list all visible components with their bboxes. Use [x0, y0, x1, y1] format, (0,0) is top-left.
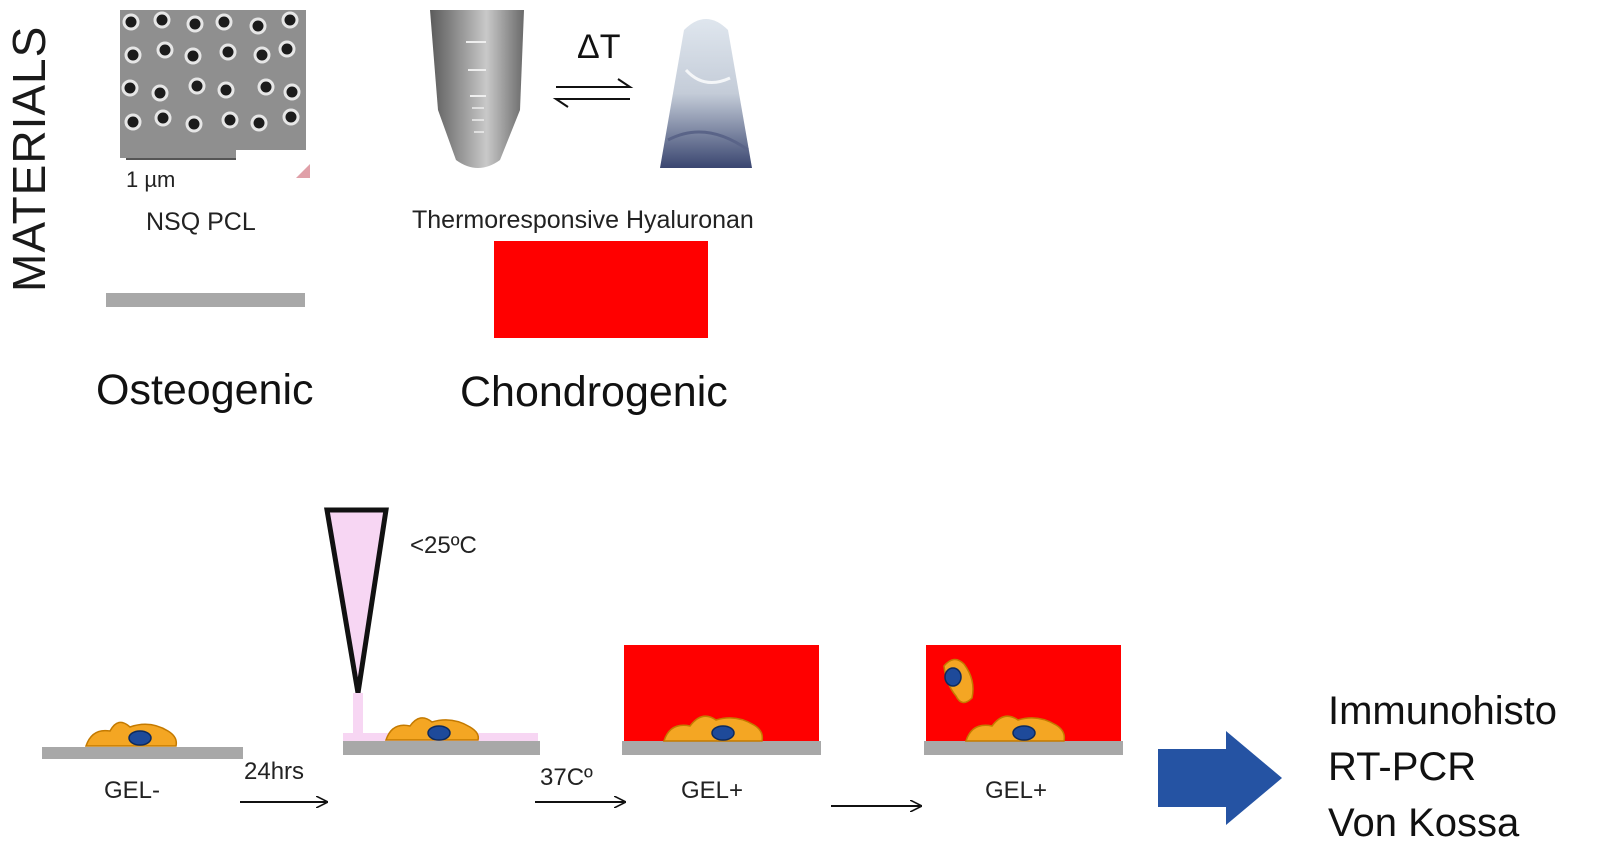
step4-label: GEL+	[985, 777, 1048, 804]
step2-scaffold	[324, 507, 540, 755]
pcl-substrate-swatch	[106, 293, 305, 307]
delta-t-label: ΔT	[577, 28, 621, 66]
analysis-method-vonkossa: Von Kossa	[1328, 801, 1520, 845]
cell-shape	[662, 715, 764, 742]
temperature-cold-label: <25ºC	[410, 532, 477, 559]
pipette-tip	[324, 507, 389, 694]
arrow2-label: 37Cº	[540, 764, 593, 791]
analysis-method-rtpcr: RT-PCR	[1328, 745, 1477, 789]
reversible-arrows	[552, 78, 634, 108]
step4-scaffold	[924, 645, 1123, 755]
analysis-method-immunohisto: Immunohisto	[1328, 689, 1557, 733]
step1-label: GEL-	[104, 777, 161, 804]
liquid-stream	[353, 693, 363, 737]
tube-gel-image	[660, 19, 752, 168]
pcl-label: NSQ PCL	[146, 208, 256, 236]
analysis-arrow	[1158, 731, 1282, 825]
step3-label: GEL+	[681, 777, 744, 804]
migrating-cell-nucleus	[944, 667, 962, 687]
analysis-methods-list: Immunohisto RT-PCR Von Kossa	[1328, 683, 1557, 851]
osteogenic-label: Osteogenic	[96, 366, 314, 414]
chondrogenic-label: Chondrogenic	[460, 368, 728, 416]
hyaluronan-label: Thermoresponsive Hyaluronan	[412, 206, 754, 234]
sem-micrograph-image	[120, 10, 310, 190]
sem-scale-label: 1 µm	[126, 167, 176, 192]
step1-scaffold	[42, 721, 243, 759]
step3-scaffold	[622, 645, 821, 755]
cell-nucleus	[1012, 725, 1036, 741]
arrow1-label: 24hrs	[244, 758, 305, 785]
hyaluronan-gel-swatch	[494, 241, 708, 338]
cell-nucleus	[711, 725, 735, 741]
cell-nucleus	[128, 730, 152, 746]
cell-nucleus	[427, 725, 451, 741]
tube-liquid-image	[430, 10, 524, 168]
